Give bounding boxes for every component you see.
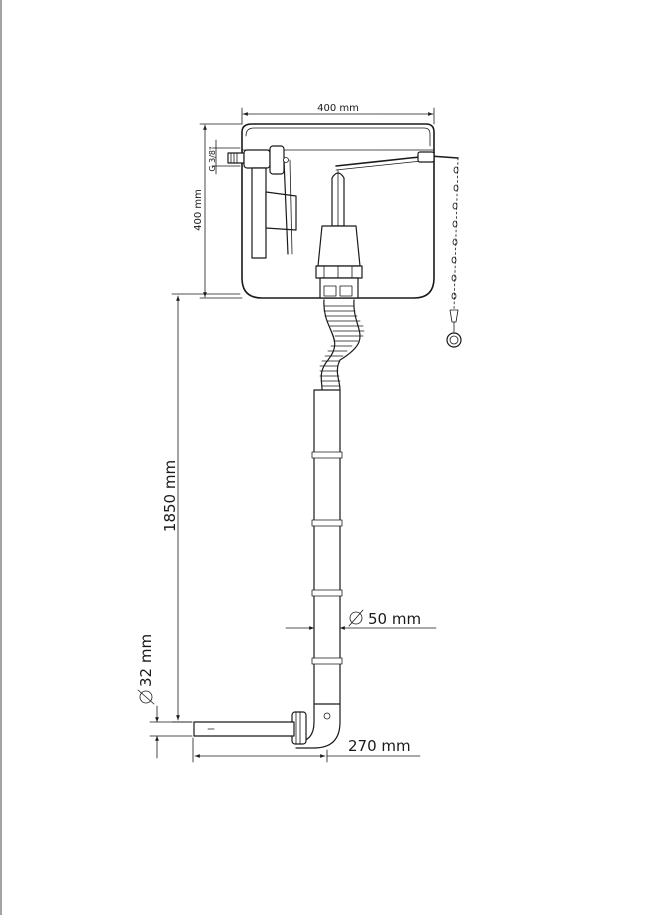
flush-valve [315, 151, 459, 299]
pull-chain [449, 157, 459, 333]
tank-width-dimension: 400 mm [241, 103, 435, 125]
fill-valve [227, 145, 297, 259]
tank-width-label: 400 mm [317, 103, 359, 114]
tank-height-dimension: 400 mm [193, 123, 243, 299]
inlet-thread-label: G 3/8" [208, 146, 217, 171]
vertical-pipe [311, 389, 343, 705]
outlet-length-dimension: 270 mm [192, 737, 421, 763]
pipe-length-dimension: 1850 mm [161, 293, 241, 723]
tank-height-label: 400 mm [193, 189, 204, 231]
pull-ring-icon [446, 332, 462, 348]
horizontal-outlet-pipe [193, 721, 295, 737]
pipe-diameter-dimension: 50 mm [285, 609, 437, 630]
outlet-diameter-dimension: 32 mm [137, 634, 193, 759]
flexible-hose [319, 299, 365, 391]
pipe-diameter-label: 50 mm [368, 610, 421, 628]
pull-ring-inner [449, 335, 459, 345]
outlet-length-label: 270 mm [348, 737, 411, 755]
inlet-thread-dimension: G 3/8" [208, 139, 241, 175]
outlet-diameter-label: 32 mm [137, 634, 155, 687]
pipe-length-label: 1850 mm [161, 460, 179, 532]
diameter-symbol-icon [349, 611, 363, 625]
diameter-symbol-icon [139, 690, 153, 704]
outlet-elbow [291, 703, 341, 749]
